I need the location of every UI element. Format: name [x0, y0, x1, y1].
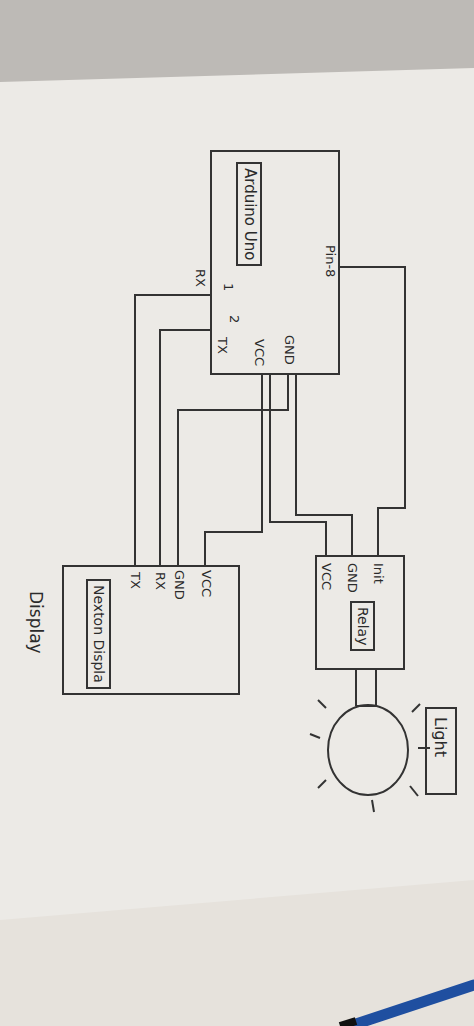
bulb: [328, 705, 408, 795]
pin-label: 1: [220, 282, 236, 292]
light-bulb: [310, 670, 430, 812]
pin-label: GND: [344, 562, 360, 594]
pin-label: TX: [127, 571, 143, 590]
node-caption: Display: [26, 591, 44, 654]
pin-label: GND: [281, 334, 297, 366]
paper-shadow: [0, 880, 474, 1026]
desk: [0, 0, 474, 82]
wire: [340, 267, 405, 555]
node-title: Relay: [350, 601, 375, 651]
light-tag: Light: [425, 707, 457, 795]
pin-label: VCC: [251, 338, 267, 367]
node-title: Light: [431, 717, 448, 757]
node-title: Nexton Displa: [86, 579, 111, 689]
wire: [270, 375, 326, 555]
pin-label: VCC: [198, 569, 214, 598]
pin-label: 2: [226, 314, 242, 324]
pin-label: Pin-8: [322, 244, 338, 278]
pen-tip: [340, 1021, 356, 1026]
wire: [296, 375, 352, 555]
pin-label: RX: [152, 571, 168, 591]
wire: [160, 330, 210, 565]
node-title: Arduino Uno: [236, 162, 262, 266]
pin-label: VCC: [318, 562, 334, 591]
pin-label: RX: [192, 268, 208, 288]
pen: [350, 985, 474, 1026]
pin-label: TX: [214, 336, 230, 355]
wire: [178, 375, 288, 565]
pin-label: Init: [370, 562, 386, 585]
pin-label: GND: [171, 569, 187, 601]
wire: [135, 295, 210, 565]
wire: [205, 375, 262, 565]
